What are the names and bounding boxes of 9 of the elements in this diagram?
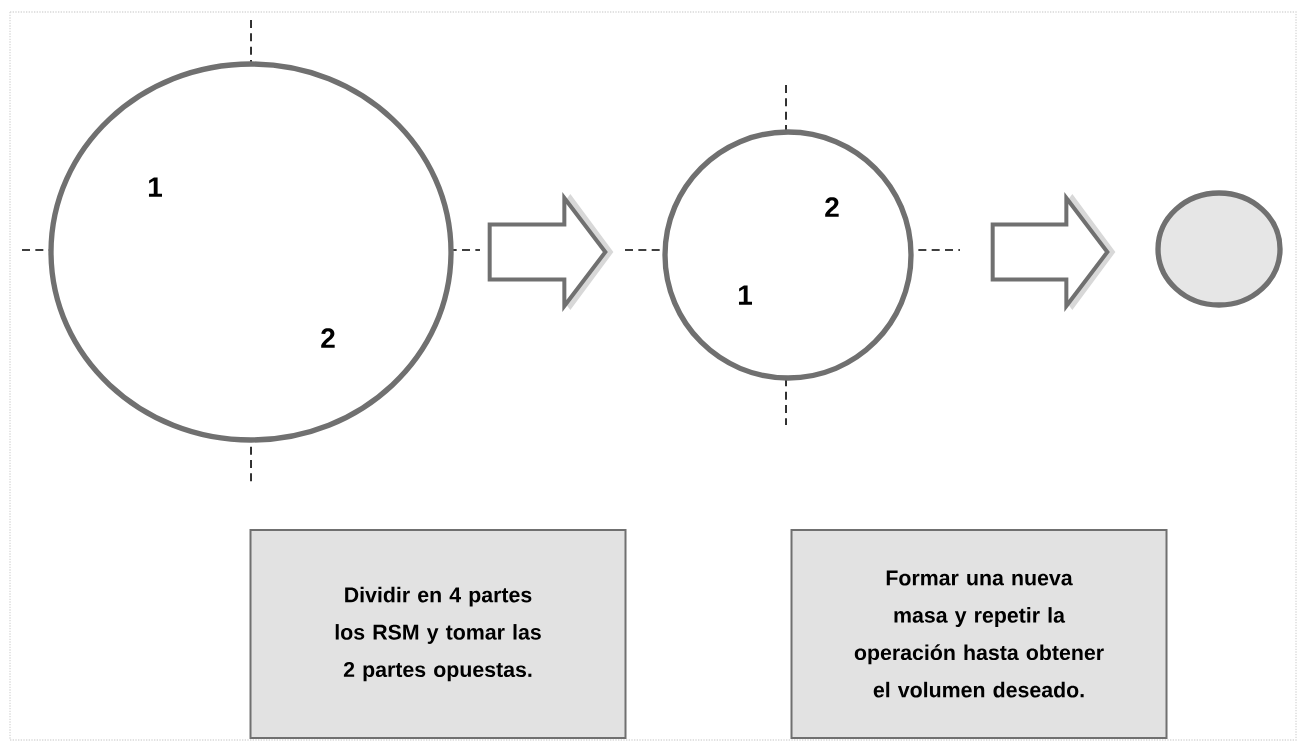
- block-arrow: [990, 192, 1110, 312]
- quadrant-number: 1: [739, 285, 752, 305]
- text-box: Formar una nueva masa y repetir la operación hasta obtener el volumen deseado.: [790, 529, 1168, 739]
- block-arrow: [487, 192, 608, 312]
- quadrant-number: 1: [149, 177, 162, 197]
- quadrant-number: 2: [321, 328, 335, 348]
- ellipse: [1155, 190, 1283, 308]
- quadrant-number: 2: [825, 197, 839, 217]
- text-box: Dividir en 4 partes los RSM y tomar las 2 partes opuestas.: [249, 529, 627, 739]
